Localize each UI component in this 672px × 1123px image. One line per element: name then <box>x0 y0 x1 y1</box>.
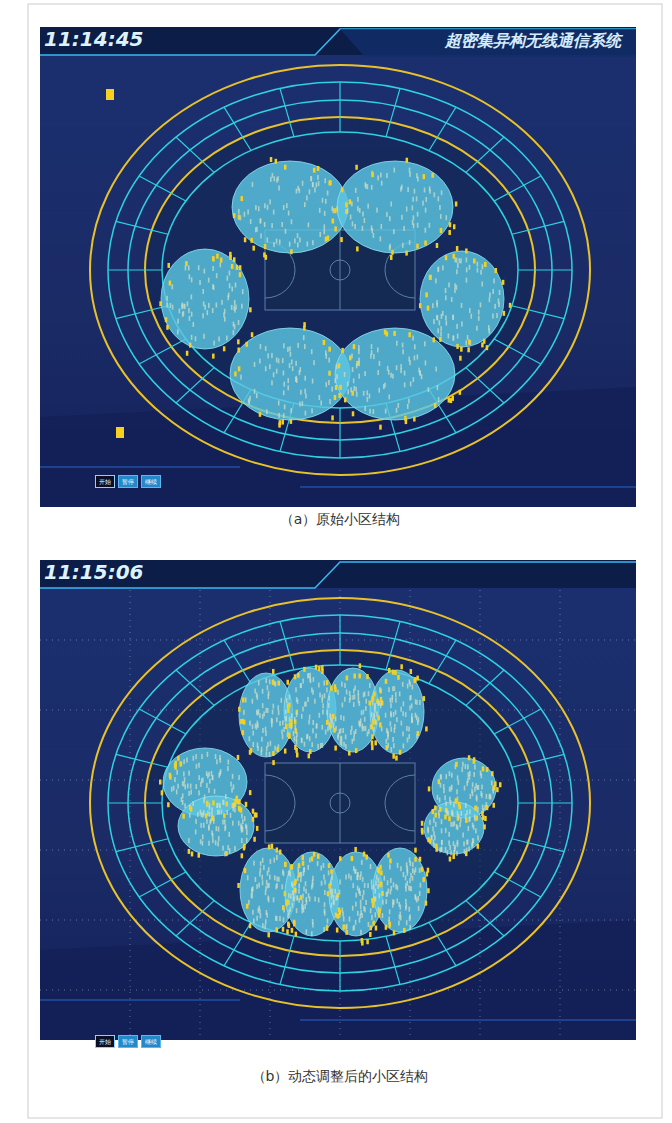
button-label: 开始 <box>99 1039 111 1045</box>
grid-line <box>560 590 561 1040</box>
user-marker <box>106 89 114 100</box>
floor-line <box>300 1019 636 1021</box>
basketball-court <box>265 763 415 843</box>
control-button: 开始 <box>95 475 115 488</box>
clock-time: 11:14:45 <box>44 27 144 51</box>
button-label: 开始 <box>99 479 111 485</box>
clock-time: 11:15:06 <box>44 560 144 584</box>
figure-frame <box>28 4 662 1118</box>
stadium <box>90 65 590 475</box>
button-label: 暂停 <box>122 479 134 485</box>
cell-coverage <box>159 663 501 945</box>
control-button: 暂停 <box>118 475 138 488</box>
grid-line <box>130 590 131 1040</box>
screen-background <box>40 560 636 1040</box>
subfigure-caption: （a）原始小区结构 <box>280 511 401 528</box>
button-label: 暂停 <box>122 1039 134 1045</box>
grid-line <box>40 640 636 641</box>
cell-coverage <box>159 157 511 430</box>
screen-panel <box>40 27 636 507</box>
floor-line <box>40 466 240 468</box>
screen-panel <box>40 560 636 1040</box>
button-label: 继续 <box>145 479 157 485</box>
floor-line <box>40 999 240 1001</box>
grid-line <box>340 590 341 1040</box>
button-label: 继续 <box>145 1039 157 1045</box>
header-bar <box>40 560 636 588</box>
control-button: 继续 <box>141 1035 161 1048</box>
stadium <box>90 598 590 1008</box>
floor-line <box>300 486 636 488</box>
control-button: 暂停 <box>118 1035 138 1048</box>
control-button: 开始 <box>95 1035 115 1048</box>
system-title: 超密集异构无线通信系统 <box>445 31 621 50</box>
control-button: 继续 <box>141 475 161 488</box>
subfigure-caption: （b）动态调整后的小区结构 <box>252 1068 429 1085</box>
screen-background <box>40 27 636 507</box>
user-marker <box>116 427 124 438</box>
title-plate <box>340 29 636 57</box>
